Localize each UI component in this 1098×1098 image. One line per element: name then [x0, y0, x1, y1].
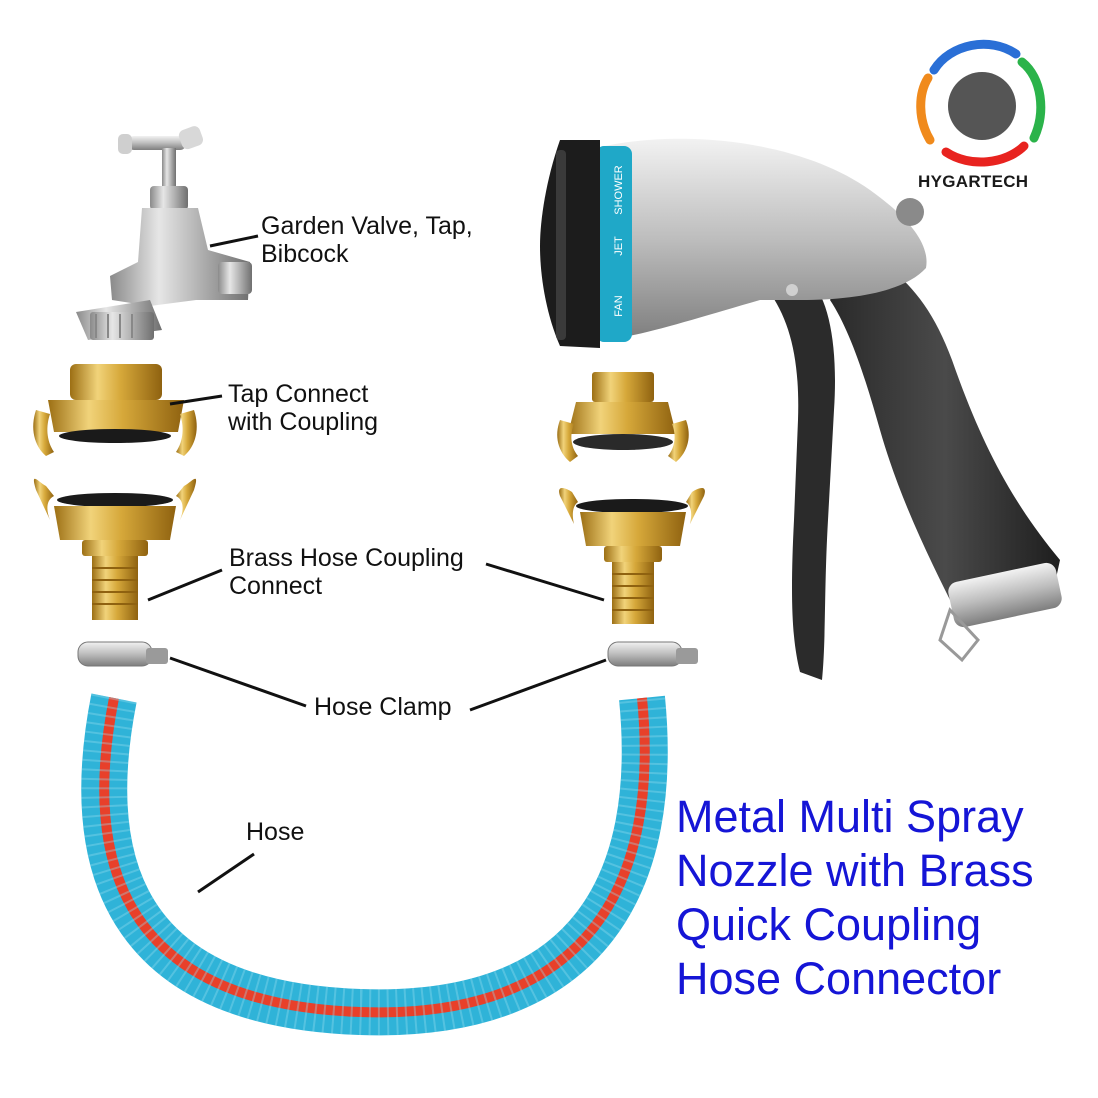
tap-connect-coupling-right — [557, 372, 689, 462]
hygartech-logo — [916, 39, 1046, 167]
coupling-left-leader-line — [147, 568, 223, 602]
hose-clamp-label: Hose Clamp — [314, 693, 452, 721]
tap-connect-coupling-left — [33, 364, 197, 456]
valve-label-line-1: Garden Valve, Tap, — [261, 212, 473, 240]
garden-valve-image — [76, 126, 252, 340]
tap-connect-label-line-2: with Coupling — [228, 408, 379, 436]
hose-label: Hose — [246, 818, 305, 846]
brass-coupling-label-line-1: Brass Hose Coupling — [229, 544, 464, 572]
tap-connect-label: Tap Connect with Coupling — [228, 380, 378, 436]
brass-hose-coupling-right — [559, 488, 705, 624]
headline-line-3: Quick Coupling — [676, 899, 982, 950]
spray-nozzle-image: SHOWER JET FAN — [540, 138, 1062, 680]
hose-clamp-right — [607, 641, 698, 667]
hose-leader-line — [197, 852, 255, 894]
tap-connect-label-line-1: Tap Connect — [228, 380, 369, 408]
brand-name: HYGARTECH — [918, 172, 1029, 191]
clamp-left-leader-line — [169, 656, 307, 708]
brass-hose-coupling-left — [33, 478, 197, 620]
garden-hose-image — [81, 693, 668, 1036]
mode-jet-text: JET — [613, 236, 625, 256]
valve-leader-line — [209, 234, 259, 248]
valve-label-line-2: Bibcock — [261, 240, 349, 268]
tap-connect-leader-line — [169, 394, 223, 406]
headline-line-4: Hose Connector — [676, 953, 1002, 1004]
mode-shower-text: SHOWER — [613, 165, 625, 215]
leader-lines — [147, 234, 607, 894]
headline-line-2: Nozzle with Brass — [676, 845, 1034, 896]
brass-coupling-label: Brass Hose Coupling Connect — [229, 544, 464, 600]
clamp-right-leader-line — [469, 658, 607, 712]
hose-clamp-left — [77, 641, 168, 667]
headline-line-1: Metal Multi Spray — [676, 791, 1024, 842]
brass-coupling-label-line-2: Connect — [229, 572, 323, 600]
mode-fan-text: FAN — [613, 295, 625, 316]
product-headline: Metal Multi Spray Nozzle with Brass Quic… — [676, 790, 1034, 1006]
valve-label: Garden Valve, Tap, Bibcock — [261, 212, 473, 268]
coupling-right-leader-line — [485, 562, 605, 602]
